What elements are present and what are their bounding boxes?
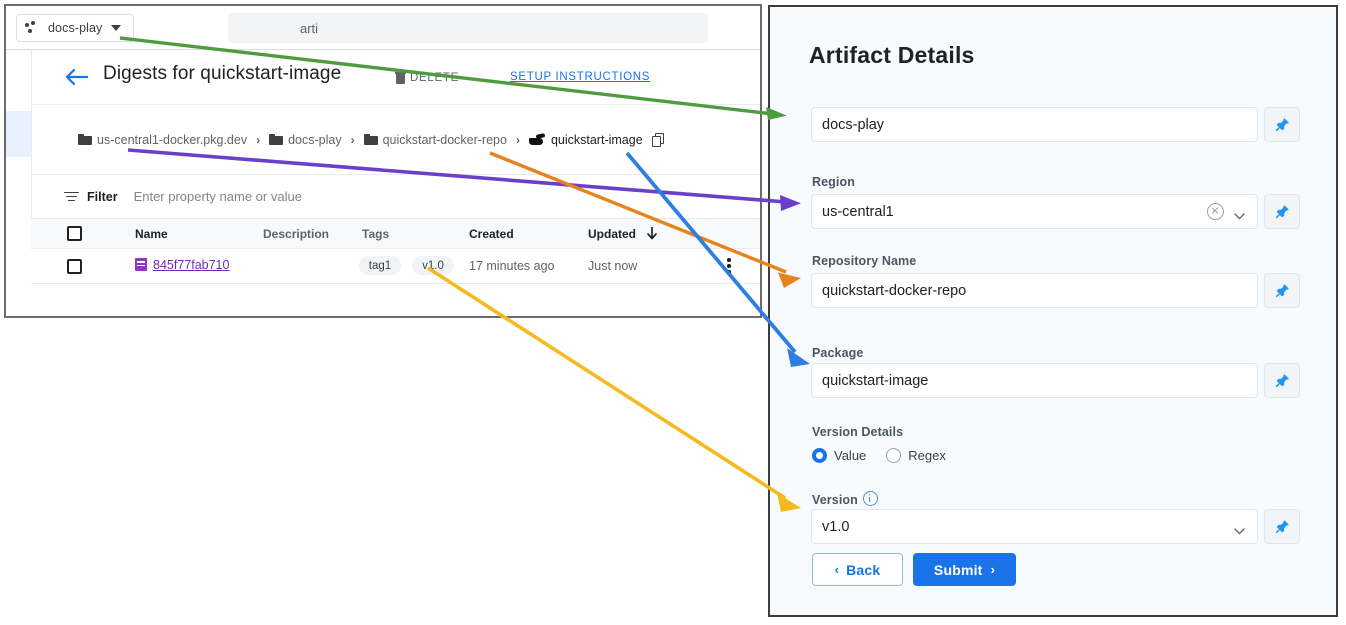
column-header-created[interactable]: Created <box>469 227 514 241</box>
project-input[interactable]: docs-play <box>811 107 1258 142</box>
project-input-value: docs-play <box>822 116 885 133</box>
project-dots-icon <box>25 20 41 36</box>
filter-bar: Filter Enter property name or value <box>31 175 760 219</box>
back-arrow-icon[interactable] <box>65 66 91 88</box>
breadcrumb-label: us-central1-docker.pkg.dev <box>97 132 248 147</box>
table-empty-area <box>31 284 760 316</box>
back-button[interactable]: ‹ Back <box>812 553 903 586</box>
page-header: Digests for quickstart-image DELETE SETU… <box>31 50 760 105</box>
pin-icon[interactable] <box>1264 509 1300 544</box>
folder-icon <box>78 134 92 145</box>
project-selector-label: docs-play <box>48 21 103 35</box>
chevron-down-icon <box>111 25 122 31</box>
column-header-updated[interactable]: Updated <box>588 227 636 241</box>
tag-pill[interactable]: tag1 <box>359 256 401 275</box>
radio-regex[interactable] <box>886 448 902 463</box>
project-field[interactable]: docs-play <box>811 107 1300 142</box>
filter-label: Filter <box>87 189 118 204</box>
chevron-left-icon: ‹ <box>834 562 840 577</box>
breadcrumb-label: docs-play <box>288 132 342 147</box>
back-button-label: Back <box>846 561 881 578</box>
clear-icon[interactable] <box>1207 203 1224 220</box>
version-details-label: Version Details <box>812 425 904 439</box>
submit-button[interactable]: Submit › <box>913 553 1016 586</box>
folder-icon <box>269 134 284 145</box>
package-field[interactable]: quickstart-image <box>811 363 1300 398</box>
package-label: Package <box>812 346 864 360</box>
radio-value[interactable] <box>812 448 827 463</box>
breadcrumb-separator: › <box>350 132 355 147</box>
project-selector[interactable]: docs-play <box>16 14 134 42</box>
pin-icon[interactable] <box>1264 107 1300 142</box>
column-header-tags[interactable]: Tags <box>362 227 390 241</box>
table-row[interactable]: 845f77fab710 tag1 v1.0 17 minutes ago Ju… <box>31 249 760 284</box>
trash-icon <box>394 71 407 85</box>
breadcrumb-label: quickstart-docker-repo <box>382 132 507 147</box>
pin-icon[interactable] <box>1264 363 1300 398</box>
column-header-name[interactable]: Name <box>135 227 168 241</box>
region-input-value: us-central1 <box>822 203 894 220</box>
row-checkbox[interactable] <box>67 259 82 274</box>
version-label: Version <box>812 491 878 507</box>
copy-icon[interactable] <box>651 132 665 147</box>
version-details-radio-group[interactable]: Value Regex <box>812 448 966 463</box>
version-input-value: v1.0 <box>822 518 850 535</box>
cell-updated: Just now <box>588 259 638 273</box>
search-input-value: arti <box>300 20 319 36</box>
breadcrumb-item-project[interactable]: docs-play <box>269 133 342 147</box>
breadcrumb-separator: › <box>515 132 520 147</box>
version-label-text: Version <box>812 493 858 507</box>
pin-icon[interactable] <box>1264 194 1300 229</box>
submit-button-label: Submit <box>933 561 983 578</box>
chevron-down-icon[interactable] <box>1234 208 1245 220</box>
breadcrumb-item-registry[interactable]: us-central1-docker.pkg.dev <box>78 133 247 147</box>
info-icon[interactable] <box>862 491 878 506</box>
delete-button-label: DELETE <box>410 72 459 84</box>
kebab-menu-icon[interactable] <box>727 257 731 275</box>
left-nav-rail <box>6 50 32 316</box>
pin-icon[interactable] <box>1264 273 1300 308</box>
version-input[interactable]: v1.0 <box>811 509 1258 544</box>
region-field[interactable]: us-central1 <box>811 194 1300 229</box>
chevron-right-icon: › <box>990 562 996 577</box>
repository-name-field[interactable]: quickstart-docker-repo <box>811 273 1300 308</box>
region-label: Region <box>812 175 855 189</box>
folder-icon <box>363 134 378 145</box>
setup-instructions-link[interactable]: SETUP INSTRUCTIONS <box>510 71 651 83</box>
tag-pill[interactable]: v1.0 <box>412 256 454 275</box>
breadcrumb-separator: › <box>256 132 261 147</box>
radio-regex-label: Regex <box>908 448 946 463</box>
breadcrumb-item-package[interactable]: quickstart-image <box>528 132 643 147</box>
page-title: Digests for quickstart-image <box>103 63 342 84</box>
delete-button[interactable]: DELETE <box>394 71 459 85</box>
filter-icon[interactable] <box>64 191 79 203</box>
digest-name-link[interactable]: 845f77fab710 <box>153 258 230 272</box>
breadcrumb-item-repository[interactable]: quickstart-docker-repo <box>363 132 507 147</box>
repository-name-input-value: quickstart-docker-repo <box>822 282 967 299</box>
repository-name-input[interactable]: quickstart-docker-repo <box>811 273 1258 308</box>
left-nav-rail-active-item[interactable] <box>6 111 31 157</box>
form-title: Artifact Details <box>809 42 975 68</box>
search-input[interactable]: arti <box>228 13 708 43</box>
column-header-description[interactable]: Description <box>263 227 330 241</box>
package-input-value: quickstart-image <box>822 372 929 389</box>
console-top-bar: docs-play arti <box>6 6 760 50</box>
filter-input[interactable]: Enter property name or value <box>133 189 302 204</box>
cell-created: 17 minutes ago <box>469 259 555 273</box>
repository-name-label: Repository Name <box>812 254 917 268</box>
container-image-icon <box>135 258 147 271</box>
arrow-down-icon[interactable] <box>645 226 659 240</box>
package-input[interactable]: quickstart-image <box>811 363 1258 398</box>
artifact-details-form-panel: Artifact Details docs-play Region us-cen… <box>768 5 1338 617</box>
region-input[interactable]: us-central1 <box>811 194 1258 229</box>
breadcrumb-label: quickstart-image <box>550 132 643 147</box>
select-all-checkbox[interactable] <box>67 226 82 241</box>
radio-value-label: Value <box>834 448 867 463</box>
artifact-registry-console-panel: docs-play arti Digests for quickstart-im… <box>4 4 762 318</box>
chevron-down-icon[interactable] <box>1234 523 1245 535</box>
table-header-row: Name Description Tags Created Updated <box>31 219 760 249</box>
breadcrumb: us-central1-docker.pkg.dev › docs-play ›… <box>31 105 760 175</box>
version-field[interactable]: v1.0 <box>811 509 1300 544</box>
docker-whale-icon <box>528 132 546 146</box>
